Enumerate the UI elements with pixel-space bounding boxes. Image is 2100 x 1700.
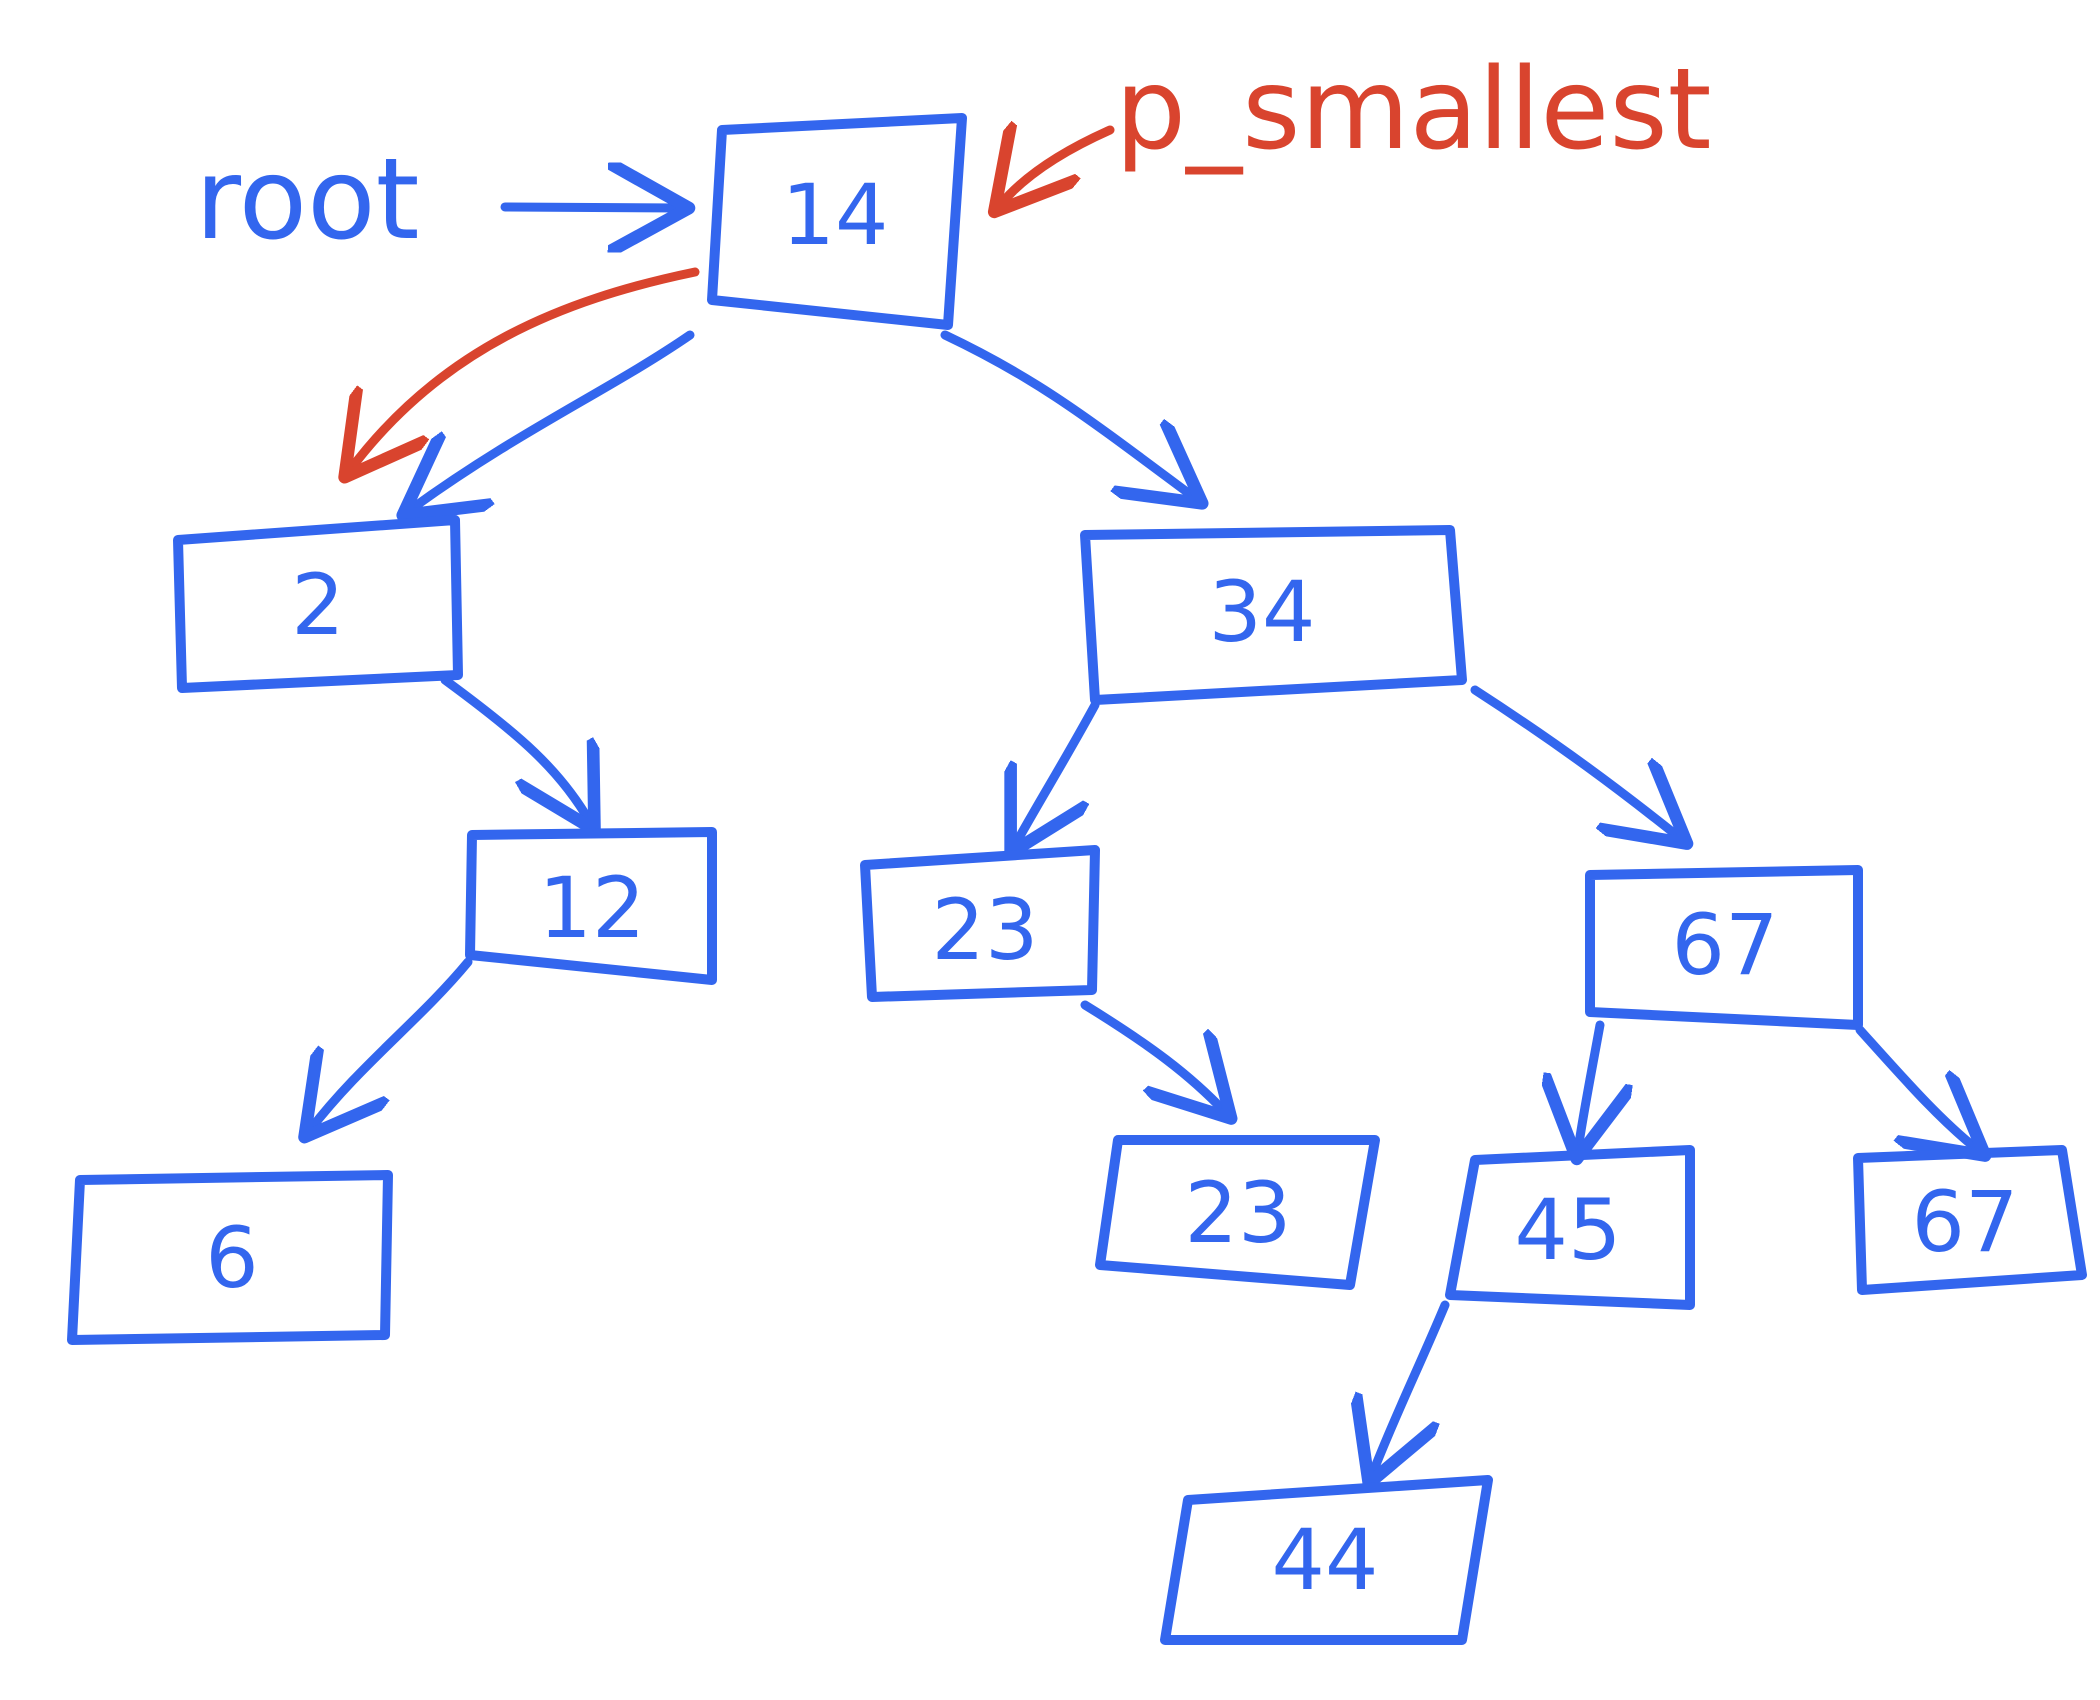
pointer-arrows [350, 130, 1115, 470]
node-value: 67 [1672, 896, 1779, 994]
edge-34-to-67a [1470, 685, 1680, 838]
tree-node: 2 [173, 515, 463, 693]
p-smallest-label: p_smallest [1115, 45, 1712, 175]
node-value: 23 [932, 881, 1039, 979]
edge-14-to-2 [410, 330, 695, 510]
tree-node: 23 [1095, 1135, 1380, 1290]
tree-node: 67 [1585, 865, 1863, 1030]
node-value: 67 [1912, 1173, 2019, 1271]
edge-23a-to-23b [1080, 1000, 1225, 1112]
edge-67a-to-67b [1855, 1025, 1978, 1150]
node-value: 14 [782, 166, 889, 264]
node-value: 6 [205, 1209, 258, 1307]
tree-node: 6 [67, 1170, 393, 1345]
node-value: 45 [1515, 1181, 1622, 1279]
edge-45-to-44 [1372, 1300, 1450, 1475]
edge-2-to-12 [440, 675, 590, 822]
tree-edges [310, 330, 1978, 1475]
root-label: root [195, 135, 420, 265]
node-value: 12 [539, 859, 646, 957]
tree-node: 44 [1160, 1475, 1493, 1645]
tree-node: 45 [1445, 1145, 1695, 1310]
edge-12-to-6 [310, 957, 473, 1130]
edge-67a-to-45 [1578, 1020, 1600, 1150]
tree-nodes: 14 2 34 12 23 67 6 23 [67, 113, 2087, 1645]
tree-node: 14 [707, 113, 967, 330]
tree-node: 34 [1080, 525, 1467, 705]
node-value: 2 [291, 556, 344, 654]
node-value: 34 [1209, 563, 1316, 661]
edge-34-to-23a [1015, 700, 1100, 845]
tree-node: 67 [1853, 1145, 2087, 1295]
p-smallest-move-arrow [350, 267, 700, 470]
tree-node: 23 [860, 845, 1100, 1002]
root-pointer-arrow [500, 207, 680, 208]
tree-node: 12 [465, 827, 717, 985]
p-smallest-pointer-arrow [1000, 130, 1115, 205]
node-value: 23 [1185, 1164, 1292, 1262]
edge-14-to-34 [940, 330, 1195, 498]
node-value: 44 [1272, 1511, 1379, 1609]
